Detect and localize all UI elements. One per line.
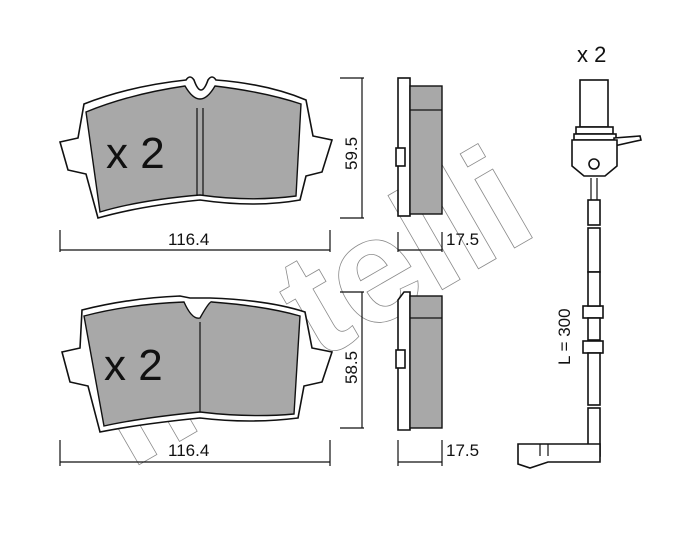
pad-2-width-label: 116.4 <box>168 441 209 460</box>
wear-sensor: x 2 L = 300 <box>517 42 642 469</box>
pad-2-front-view: x 2 <box>61 295 334 433</box>
pad-2-width-dimension: 116.4 <box>59 440 331 466</box>
pad-1-width-label: 116.4 <box>168 230 209 249</box>
pad-1-quantity: x 2 <box>106 129 165 178</box>
pad-2-thickness-label: 17.5 <box>446 441 479 460</box>
pad-1-height-label: 59.5 <box>342 137 361 170</box>
pad-1-side-view: 17.5 <box>395 77 479 252</box>
pad-1-width-dimension: 116.4 <box>59 230 331 252</box>
pad-1-thickness-label: 17.5 <box>446 230 479 249</box>
pad-2-height-dimension: 58.5 <box>340 291 364 429</box>
pad-2-quantity: x 2 <box>104 341 163 390</box>
pad-1-front-view: x 2 <box>58 76 334 219</box>
sensor-quantity: x 2 <box>577 42 606 67</box>
sensor-length-label: L = 300 <box>555 308 574 365</box>
pad-2-height-label: 58.5 <box>342 351 361 384</box>
pad-1-height-dimension: 59.5 <box>340 77 364 219</box>
pad-2-side-view: 17.5 <box>395 291 479 466</box>
